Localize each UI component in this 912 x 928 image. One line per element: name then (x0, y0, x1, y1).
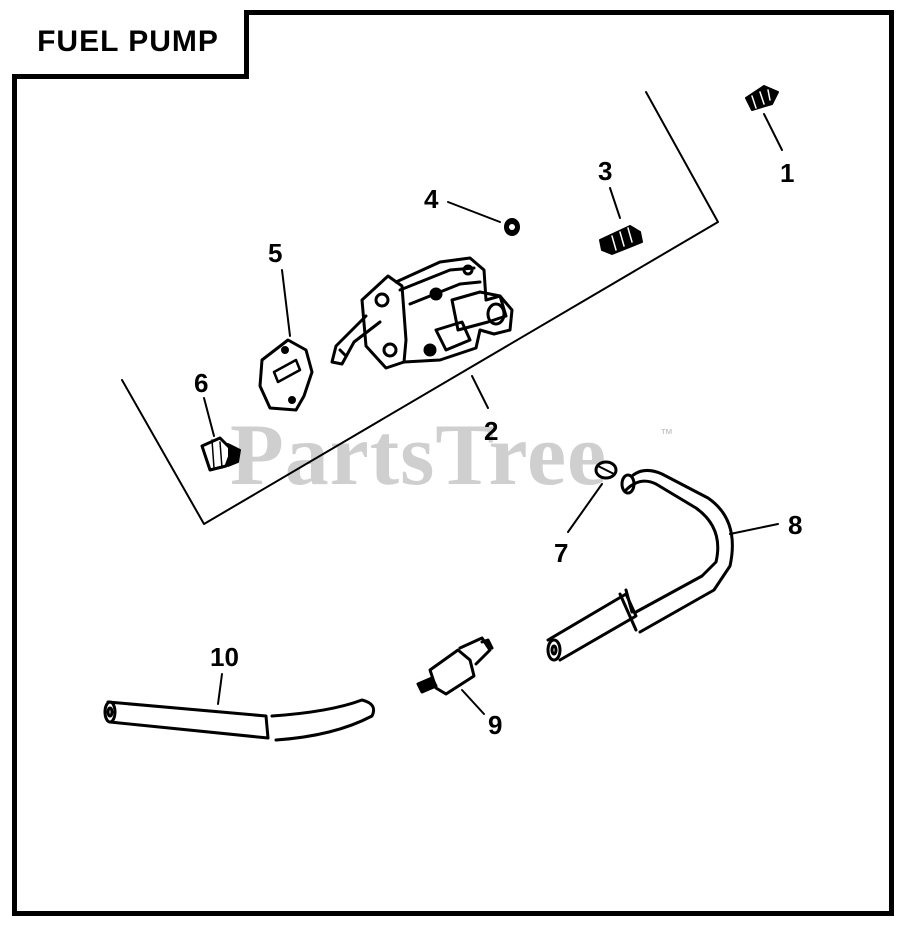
subassembly-bracket (121, 91, 719, 525)
watermark-text: PartsTree (230, 407, 608, 504)
leader-9 (461, 689, 485, 715)
leader-1 (763, 113, 783, 151)
callout-4: 4 (424, 184, 439, 214)
part-9-fuel-filter (416, 636, 494, 696)
leader-10 (217, 673, 223, 705)
diagram-title: FUEL PUMP (37, 25, 219, 58)
callout-2: 2 (484, 416, 499, 446)
leader-5 (281, 269, 291, 337)
leader-3 (609, 187, 621, 219)
part-10-fuel-hose (103, 698, 376, 742)
callout-8: 8 (788, 510, 803, 540)
callout-10: 10 (210, 642, 239, 672)
leader-8 (729, 523, 779, 535)
part-5-gasket (258, 338, 314, 412)
callout-7: 7 (554, 538, 569, 568)
leader-2 (471, 375, 489, 409)
callout-9: 9 (488, 710, 503, 740)
part-3-fitting (599, 225, 643, 255)
leader-6 (203, 397, 215, 437)
part-2-fuel-pump (330, 256, 514, 370)
leader-7 (567, 483, 603, 533)
callout-5: 5 (268, 238, 283, 268)
callout-6: 6 (194, 368, 209, 398)
diagram-frame (12, 10, 894, 916)
callout-3: 3 (598, 156, 613, 186)
watermark-trademark: ™ (660, 426, 673, 441)
leader-4 (447, 201, 501, 223)
part-1-fitting (745, 85, 779, 111)
part-8-fuel-hose (546, 469, 734, 662)
part-4-nut (504, 218, 520, 236)
title-box: FUEL PUMP (12, 10, 249, 79)
leader-lines (203, 113, 783, 715)
part-7-clamp (594, 460, 618, 480)
callout-1: 1 (780, 158, 795, 188)
part-6-elbow-fitting (200, 436, 241, 472)
